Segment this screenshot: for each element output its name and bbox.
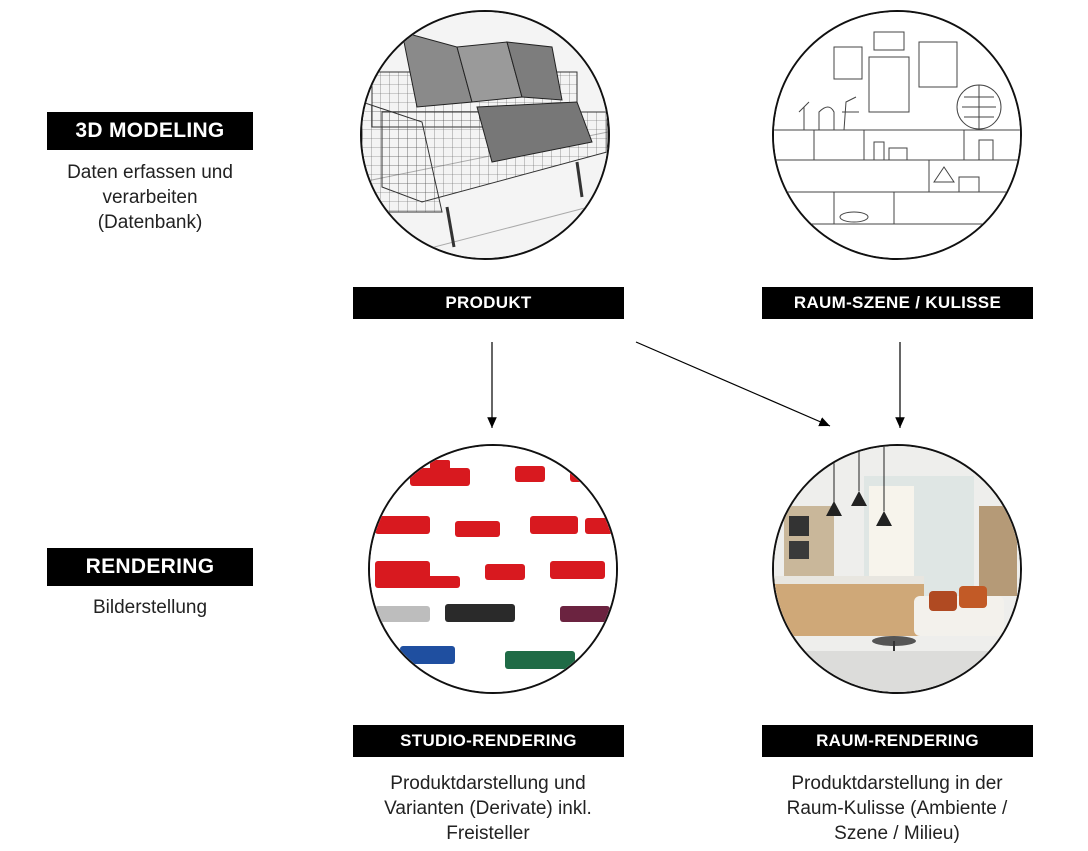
sofa-variants-icon [368, 444, 618, 694]
node-label-raum-rendering: RAUM-RENDERING [762, 725, 1033, 757]
desc-line: Bilderstellung [92, 597, 208, 618]
stage-desc-rendering: Bilderstellung [35, 595, 265, 620]
stage-desc-3d-modeling: Daten erfassen und verarbeiten (Datenban… [35, 160, 265, 235]
node-label-produkt: PRODUKT [353, 287, 624, 319]
desc-line: Daten erfassen und [67, 162, 233, 183]
stage-label-rendering: RENDERING [47, 548, 253, 586]
desc-line: (Datenbank) [97, 212, 203, 233]
node-desc-raum-rendering: Produktdarstellung in der Raum-Kulisse (… [747, 771, 1047, 846]
desc-line: Produktdarstellung in der [791, 773, 1003, 794]
node-label-raum-szene: RAUM-SZENE / KULISSE [762, 287, 1033, 319]
rendered-room-icon [772, 444, 1022, 694]
node-label-studio-rendering: STUDIO-RENDERING [353, 725, 624, 757]
sofa-wireframe-icon [360, 10, 610, 260]
desc-line: Freisteller [446, 823, 530, 844]
room-sketch-icon [772, 10, 1022, 260]
desc-line: verarbeiten [102, 187, 198, 208]
desc-line: Produktdarstellung und [390, 773, 586, 794]
desc-line: Varianten (Derivate) inkl. [384, 798, 592, 819]
arrow-produkt-to-raum-rendering [635, 341, 831, 427]
stage-label-3d-modeling: 3D MODELING [47, 112, 253, 150]
desc-line: Raum-Kulisse (Ambiente / [786, 798, 1008, 819]
desc-line: Szene / Milieu) [834, 823, 960, 844]
node-desc-studio-rendering: Produktdarstellung und Varianten (Deriva… [338, 771, 638, 846]
